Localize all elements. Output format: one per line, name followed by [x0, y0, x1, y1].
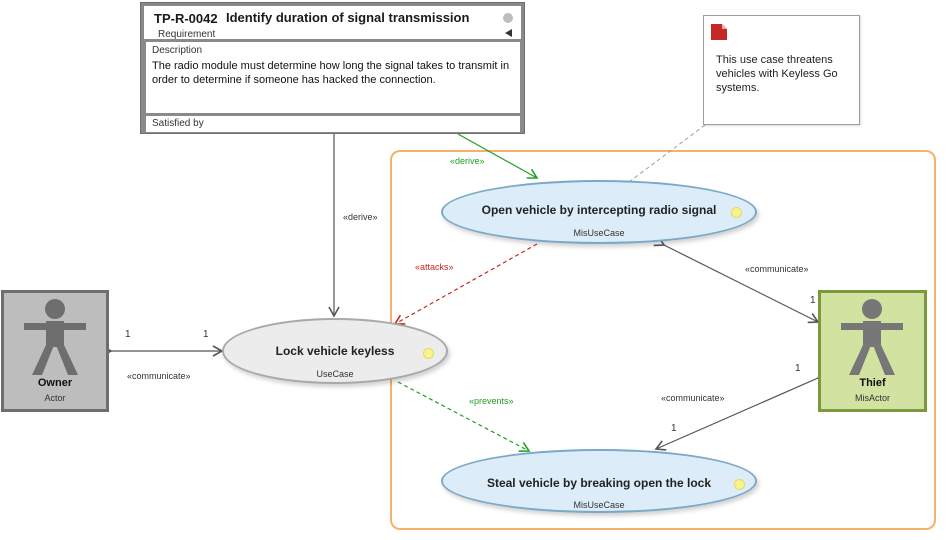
multiplicity-thief-open: 1 [810, 295, 816, 306]
usecase-open-vehicle[interactable]: Open vehicle by intercepting radio signa… [441, 180, 757, 244]
stick-figure-icon [841, 299, 903, 375]
usecase-steal-vehicle[interactable]: Steal vehicle by breaking open the lock … [441, 449, 757, 513]
attacks-label: «attacks» [415, 262, 454, 272]
actor-type: Actor [44, 393, 66, 403]
note-text: This use case threatens vehicles with Ke… [716, 54, 838, 94]
usecase-lock-vehicle[interactable]: Lock vehicle keyless UseCase [222, 318, 448, 384]
requirement-header: TP-R-0042 Identify duration of signal tr… [144, 6, 521, 40]
description-label: Description [152, 45, 203, 56]
collapse-triangle-icon[interactable] [505, 29, 512, 37]
derive-top-label: «derive» [450, 156, 485, 166]
requirement-title: Identify duration of signal transmission [226, 10, 470, 25]
requirement-description-section: Description The radio module must determ… [146, 42, 520, 113]
prevents-connector[interactable] [397, 381, 531, 453]
status-dot-icon [423, 348, 434, 359]
thief-steal-communicate-label: «communicate» [661, 393, 725, 403]
derive-top-connector[interactable] [457, 133, 539, 179]
note-anchor-line [624, 124, 706, 186]
note-document-icon [711, 24, 727, 40]
actor-name: Owner [37, 377, 73, 389]
owner-communicate-label: «communicate» [127, 371, 191, 381]
requirement-element[interactable]: TP-R-0042 Identify duration of signal tr… [140, 2, 525, 134]
multiplicity-owner-usecase: 1 [203, 329, 209, 340]
derive-left-label: «derive» [343, 212, 378, 222]
multiplicity-owner-actor: 1 [125, 329, 131, 340]
status-dot-icon [734, 479, 745, 490]
attacks-connector[interactable] [393, 243, 538, 325]
prevents-label: «prevents» [469, 396, 514, 406]
actor-type: MisActor [854, 393, 890, 403]
multiplicity-thief-steal-actor: 1 [795, 363, 801, 374]
satisfied-by-label: Satisfied by [152, 118, 204, 129]
usecase-type: UseCase [316, 369, 354, 379]
actor-name: Thief [859, 377, 886, 389]
usecase-type: MisUseCase [573, 228, 625, 238]
thief-open-communicate-connector[interactable] [653, 236, 820, 324]
thief-open-communicate-label: «communicate» [745, 264, 809, 274]
stick-figure-icon [24, 299, 86, 375]
usecase-name: Open vehicle by intercepting radio signa… [481, 203, 717, 217]
usecase-type: MisUseCase [573, 500, 625, 510]
description-text: The radio module must determine how long… [152, 60, 510, 86]
thief-steal-communicate-connector[interactable] [654, 369, 829, 451]
actor-thief[interactable]: Thief MisActor [818, 290, 927, 412]
multiplicity-thief-steal-usecase: 1 [671, 423, 677, 434]
note-element[interactable]: This use case threatens vehicles with Ke… [703, 15, 860, 125]
status-dot-icon [731, 207, 742, 218]
requirement-id: TP-R-0042 [154, 11, 218, 26]
requirement-satisfied-section: Satisfied by [146, 116, 520, 132]
usecase-name: Lock vehicle keyless [275, 344, 395, 358]
requirement-type: Requirement [158, 29, 216, 40]
usecase-name: Steal vehicle by breaking open the lock [486, 476, 712, 490]
status-dot-icon [503, 13, 513, 23]
actor-owner[interactable]: Owner Actor [1, 290, 109, 412]
